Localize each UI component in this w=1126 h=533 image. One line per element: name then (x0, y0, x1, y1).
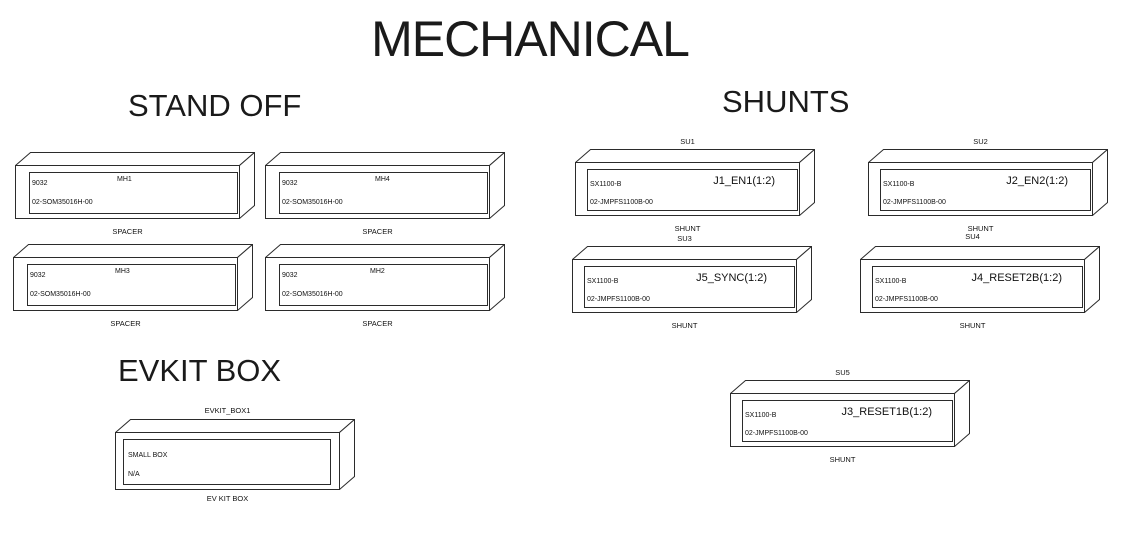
box-su3: SU3 SX1100-B J5_SYNC(1:2) 02-JMPFS1100B-… (572, 234, 812, 330)
part-number-label: 02-SOM35016H-00 (282, 199, 343, 206)
box-inner-rect (279, 264, 488, 306)
box-mh3: 9032 MH3 02-SOM35016H-00 SPACER (13, 244, 253, 328)
top-ref-label: EVKIT_BOX1 (204, 406, 251, 415)
part-ref-label: 9032 (282, 272, 298, 279)
part-number-label: 02-JMPFS1100B-00 (883, 199, 946, 206)
part-ref-label: SX1100-B (745, 412, 777, 419)
part-number-label: 02-JMPFS1100B-00 (745, 430, 808, 437)
box-inner-rect (29, 172, 238, 214)
section-heading-evkit: EVKIT BOX (118, 353, 282, 388)
box-top-face (730, 380, 970, 394)
bottom-type-label: EV KIT BOX (206, 494, 249, 503)
box-outline (15, 152, 255, 219)
box-top-face (572, 246, 812, 260)
designator-label: J2_EN2(1:2) (1006, 175, 1068, 187)
top-ref-label: SU5 (835, 368, 850, 377)
part-ref-label: SX1100-B (590, 181, 622, 188)
section-heading-standoff: STAND OFF (128, 88, 302, 123)
box-inner-rect (587, 169, 798, 211)
diagram-title: MECHANICAL (371, 11, 690, 67)
box-outline (13, 244, 253, 311)
bottom-type-label: SPACER (110, 319, 141, 328)
part-number-label: 02-JMPFS1100B-00 (587, 296, 650, 303)
box-inner-rect (123, 439, 331, 485)
box-outline (115, 419, 355, 490)
part-ref-label: 9032 (282, 180, 298, 187)
designator-label: J3_RESET1B(1:2) (841, 406, 932, 418)
box-inner-rect (880, 169, 1091, 211)
bottom-type-label: SHUNT (967, 224, 994, 233)
box-line1-label: SMALL BOX (128, 452, 168, 459)
box-outline (868, 149, 1108, 216)
bottom-type-label: SHUNT (671, 321, 698, 330)
box-right-face (339, 419, 355, 490)
section-heading-shunts: SHUNTS (722, 84, 850, 119)
part-ref-label: SX1100-B (883, 181, 915, 188)
box-outline (860, 246, 1100, 313)
box-inner-rect (872, 266, 1083, 308)
box-outline (572, 246, 812, 313)
part-ref-label: SX1100-B (587, 278, 619, 285)
box-top-face (265, 244, 505, 258)
part-number-label: 02-SOM35016H-00 (282, 291, 343, 298)
part-ref-label: 9032 (30, 272, 46, 279)
box-mh4: 9032 MH4 02-SOM35016H-00 SPACER (265, 152, 505, 236)
bottom-type-label: SHUNT (829, 455, 856, 464)
box-inner-rect (742, 400, 953, 442)
part-number-label: 02-SOM35016H-00 (30, 291, 91, 298)
part-number-label: 02-JMPFS1100B-00 (590, 199, 653, 206)
box-top-face (575, 149, 815, 163)
box-line2-label: N/A (128, 471, 140, 478)
box-evkit: EVKIT_BOX1 SMALL BOX N/A EV KIT BOX (115, 406, 355, 503)
designator-label: J4_RESET2B(1:2) (971, 272, 1062, 284)
bottom-type-label: SHUNT (959, 321, 986, 330)
box-outline (265, 244, 505, 311)
part-number-label: 02-JMPFS1100B-00 (875, 296, 938, 303)
box-top-face (15, 152, 255, 166)
box-su2: SU2 SX1100-B J2_EN2(1:2) 02-JMPFS1100B-0… (868, 137, 1108, 233)
box-mh2: 9032 MH2 02-SOM35016H-00 SPACER (265, 244, 505, 328)
part-ref-label: SX1100-B (875, 278, 907, 285)
box-top-face (115, 419, 355, 433)
box-top-face (13, 244, 253, 258)
box-inner-rect (27, 264, 236, 306)
top-ref-label: SU2 (973, 137, 988, 146)
box-inner-rect (279, 172, 488, 214)
top-ref-label: SU1 (680, 137, 695, 146)
box-outline (730, 380, 970, 447)
designator-label: MH4 (375, 176, 390, 183)
top-ref-label: SU4 (965, 232, 980, 241)
box-inner-rect (584, 266, 795, 308)
part-number-label: 02-SOM35016H-00 (32, 199, 93, 206)
bottom-type-label: SPACER (362, 319, 393, 328)
box-su1: SU1 SX1100-B J1_EN1(1:2) 02-JMPFS1100B-0… (575, 137, 815, 233)
box-outline (265, 152, 505, 219)
box-mh1: 9032 MH1 02-SOM35016H-00 SPACER (15, 152, 255, 236)
designator-label: J1_EN1(1:2) (713, 175, 775, 187)
designator-label: MH3 (115, 268, 130, 275)
bottom-type-label: SHUNT (674, 224, 701, 233)
box-top-face (868, 149, 1108, 163)
top-ref-label: SU3 (677, 234, 692, 243)
bottom-type-label: SPACER (362, 227, 393, 236)
box-top-face (860, 246, 1100, 260)
designator-label: J5_SYNC(1:2) (696, 272, 767, 284)
box-su4: SU4 SX1100-B J4_RESET2B(1:2) 02-JMPFS110… (860, 232, 1100, 330)
designator-label: MH1 (117, 176, 132, 183)
part-ref-label: 9032 (32, 180, 48, 187)
box-top-face (265, 152, 505, 166)
box-su5: SU5 SX1100-B J3_RESET1B(1:2) 02-JMPFS110… (730, 368, 970, 464)
designator-label: MH2 (370, 268, 385, 275)
box-outline (575, 149, 815, 216)
bottom-type-label: SPACER (112, 227, 143, 236)
